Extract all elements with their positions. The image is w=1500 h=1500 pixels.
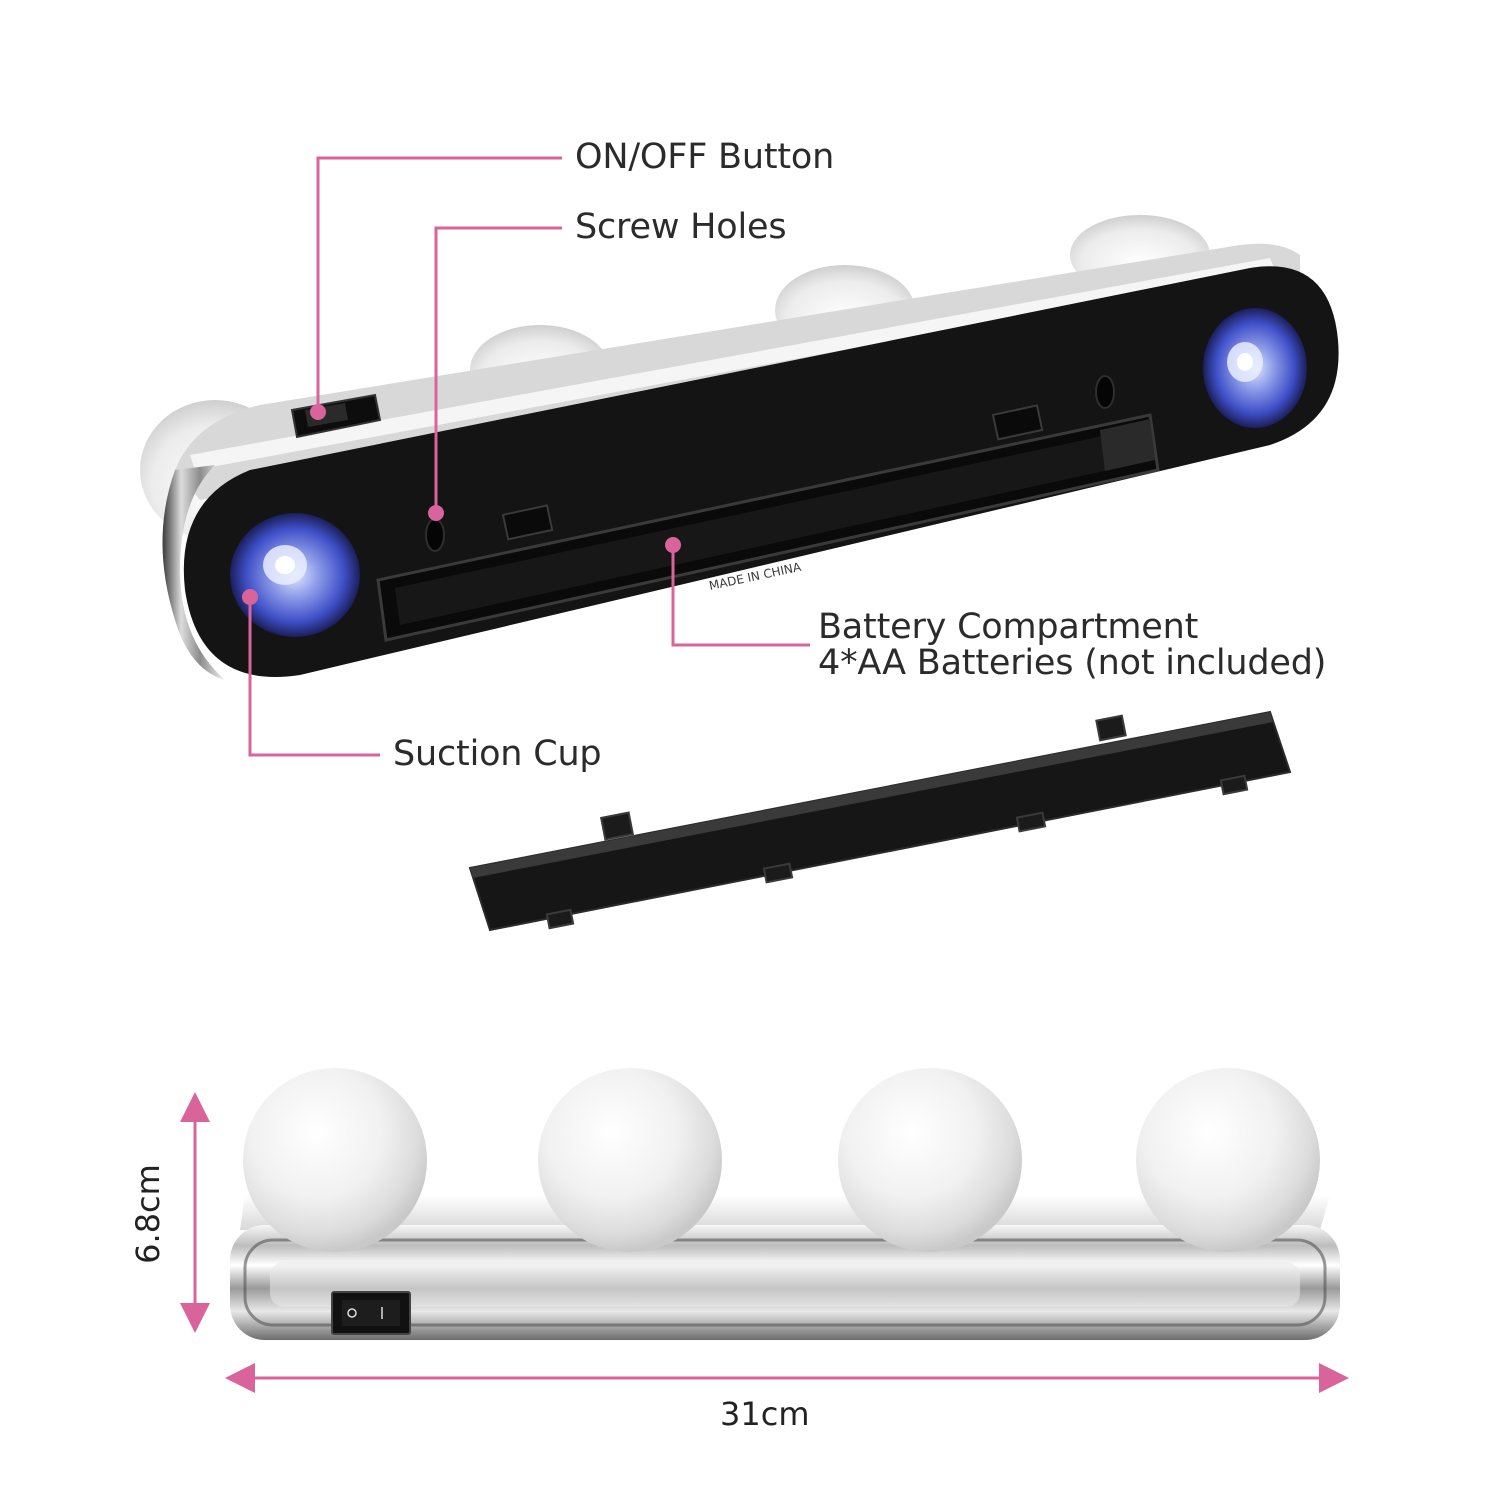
suction-cup-left xyxy=(230,513,360,637)
dimension-width: 31cm xyxy=(720,1395,810,1433)
callout-battery-compartment: Battery Compartment 4*AA Batteries (not … xyxy=(818,607,1327,683)
callout-line-on-off xyxy=(316,156,562,412)
screw-hole-right xyxy=(1095,375,1115,409)
battery-spring-icon xyxy=(1100,419,1155,471)
callout-battery-line1: Battery Compartment xyxy=(818,607,1199,647)
chrome-side xyxy=(162,465,225,680)
bulb-icon xyxy=(1136,1068,1320,1252)
bulb-icon xyxy=(243,1068,427,1252)
suction-cup-right xyxy=(1203,308,1307,428)
battery-cover xyxy=(468,710,1292,932)
screw-hole-left xyxy=(425,518,445,552)
callout-dot xyxy=(665,537,681,553)
light-bar-back-view: MADE IN CHINA xyxy=(140,215,1339,680)
dimension-height: 6.8cm xyxy=(128,1164,167,1264)
bulb-icon xyxy=(838,1068,1022,1252)
battery-compartment: MADE IN CHINA xyxy=(376,404,1160,642)
power-off-icon xyxy=(347,1308,357,1318)
callout-on-off: ON/OFF Button xyxy=(575,137,835,177)
callout-line-battery xyxy=(671,545,810,647)
light-bar-front-view xyxy=(230,1068,1340,1340)
front-bulbs xyxy=(243,1068,1320,1252)
callout-dot xyxy=(428,505,444,521)
dimension-arrows xyxy=(180,1092,1349,1393)
bulb-icon xyxy=(538,1068,722,1252)
callout-dot xyxy=(242,589,258,605)
callout-dot xyxy=(310,404,326,420)
callout-suction-cup: Suction Cup xyxy=(393,734,602,774)
callout-screw-holes: Screw Holes xyxy=(575,207,787,247)
callout-dots xyxy=(242,404,681,605)
top-plate xyxy=(240,1195,1330,1230)
callout-lines xyxy=(248,156,810,757)
callout-line-screw-holes xyxy=(434,226,562,515)
front-switch[interactable] xyxy=(331,1291,411,1335)
callout-battery-line2: 4*AA Batteries (not included) xyxy=(818,642,1327,683)
callout-line-suction-cup xyxy=(248,597,380,757)
